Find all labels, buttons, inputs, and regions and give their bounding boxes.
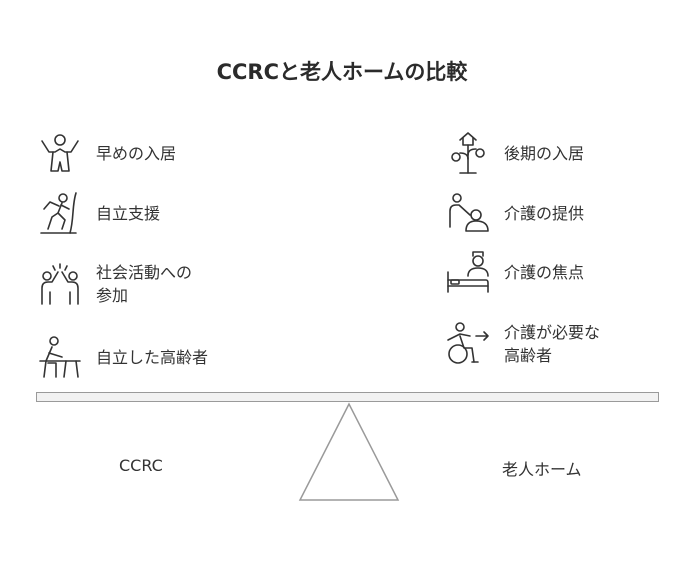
right-item-care-needed-elderly: 介護が必要な高齢者 xyxy=(446,321,600,367)
left-item-label: 自立支援 xyxy=(96,203,161,223)
right-item-label: 介護の提供 xyxy=(504,203,585,223)
left-item-independent-elderly: 自立した高齢者 xyxy=(38,335,208,379)
diagram-title: CCRCと老人ホームの比較 xyxy=(216,60,468,84)
seesaw-fulcrum xyxy=(298,402,400,501)
person-at-desk-icon xyxy=(38,335,82,379)
wheelchair-icon xyxy=(446,322,490,366)
right-item-label: 後期の入居 xyxy=(504,143,585,163)
seesaw-beam xyxy=(36,392,659,402)
left-item-label: 自立した高齢者 xyxy=(96,347,209,367)
right-item-care-focus: 介護の焦点 xyxy=(446,250,584,294)
right-item-late-move-in: 後期の入居 xyxy=(446,131,584,175)
nursing-home-label: 老人ホーム xyxy=(502,460,582,479)
left-item-label: 早めの入居 xyxy=(96,143,177,163)
climbing-person-icon xyxy=(38,191,82,235)
right-item-label: 介護が必要な高齢者 xyxy=(504,323,601,365)
left-item-early-move-in: 早めの入居 xyxy=(38,131,176,175)
left-item-social-activities: 社会活動への参加 xyxy=(38,261,192,307)
ccrc-label: CCRC xyxy=(119,456,163,475)
right-item-care-provision: 介護の提供 xyxy=(446,191,584,235)
left-item-label: 社会活動への参加 xyxy=(96,263,193,305)
house-tree-icon xyxy=(446,131,490,175)
cheering-child-icon xyxy=(38,131,82,175)
left-item-independence-support: 自立支援 xyxy=(38,191,160,235)
nurse-bed-icon xyxy=(446,250,490,294)
high-five-people-icon xyxy=(38,262,82,306)
right-item-label: 介護の焦点 xyxy=(504,262,585,282)
caregiver-hug-icon xyxy=(446,191,490,235)
